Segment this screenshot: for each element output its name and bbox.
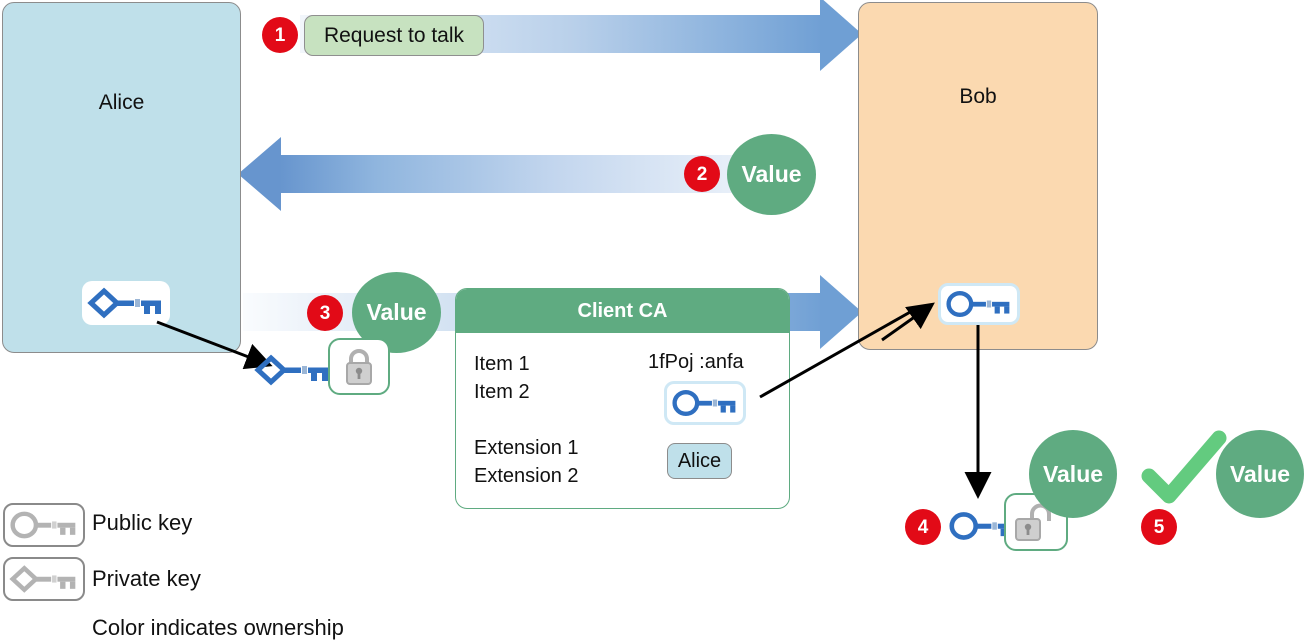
legend-label-public-key: Public key <box>92 510 193 535</box>
party-label-bob: Bob <box>959 85 997 108</box>
unlocked-padlock-box <box>1004 493 1068 551</box>
private-key-icon <box>9 565 76 593</box>
client-ca-body: Item 1 Item 2 Extension 1 Extension 2 1f… <box>456 333 789 508</box>
ca-extension-2: Extension 2 <box>474 465 579 487</box>
ca-item-1: Item 1 <box>474 353 530 375</box>
public-key-icon <box>946 290 1010 318</box>
step-badge-5: 5 <box>1141 509 1177 545</box>
arrow-alice-to-bob-head <box>820 0 862 71</box>
value-circle-5: Value <box>1216 430 1304 518</box>
ca-subject-chip-alice: Alice <box>667 443 732 479</box>
arrow-bob-to-alice-shaft <box>280 155 810 193</box>
step-badge-2: 2 <box>684 156 720 192</box>
private-key-icon <box>87 287 161 319</box>
lock-open-icon <box>1015 503 1051 541</box>
ca-public-key-chip <box>664 381 746 425</box>
private-key-icon <box>254 354 328 386</box>
step-badge-1: 1 <box>262 17 298 53</box>
legend-label-private-key: Private key <box>92 566 201 591</box>
signed-private-key-icon-wrap <box>249 350 337 390</box>
arrow-bob-to-alice-head <box>238 137 281 211</box>
locked-padlock-box <box>328 338 390 395</box>
bob-public-key-chip <box>938 283 1020 325</box>
alice-private-key-chip <box>82 281 170 325</box>
public-key-icon <box>10 511 76 539</box>
client-ca-certificate-card: Client CA Item 1 Item 2 Extension 1 Exte… <box>455 288 790 509</box>
arrow-cert-to-bob-head <box>820 275 862 349</box>
ca-serial-text: 1fPoj :anfa <box>648 351 744 373</box>
legend-note-color-ownership: Color indicates ownership <box>92 615 344 640</box>
step-badge-4: 4 <box>905 509 941 545</box>
connector-ca-key-to-bob <box>759 309 913 399</box>
legend-private-key-chip <box>3 557 85 601</box>
public-key-icon <box>672 389 736 417</box>
party-label-alice: Alice <box>98 91 145 114</box>
lock-closed-icon <box>346 349 372 385</box>
ca-item-2: Item 2 <box>474 381 530 403</box>
ca-extension-1: Extension 1 <box>474 437 579 459</box>
client-ca-header: Client CA <box>456 289 789 333</box>
connector-arrowhead-to-bob-key <box>881 302 935 342</box>
checkmark-icon <box>1141 430 1227 504</box>
value-circle-2: Value <box>727 134 816 215</box>
legend-public-key-chip <box>3 503 85 547</box>
connector-alice-key-to-sign <box>156 320 273 370</box>
request-to-talk-pill: Request to talk <box>304 15 484 56</box>
step-badge-3: 3 <box>307 295 343 331</box>
value-circle-4: Value <box>1029 430 1117 518</box>
connector-bob-key-down <box>964 325 992 499</box>
